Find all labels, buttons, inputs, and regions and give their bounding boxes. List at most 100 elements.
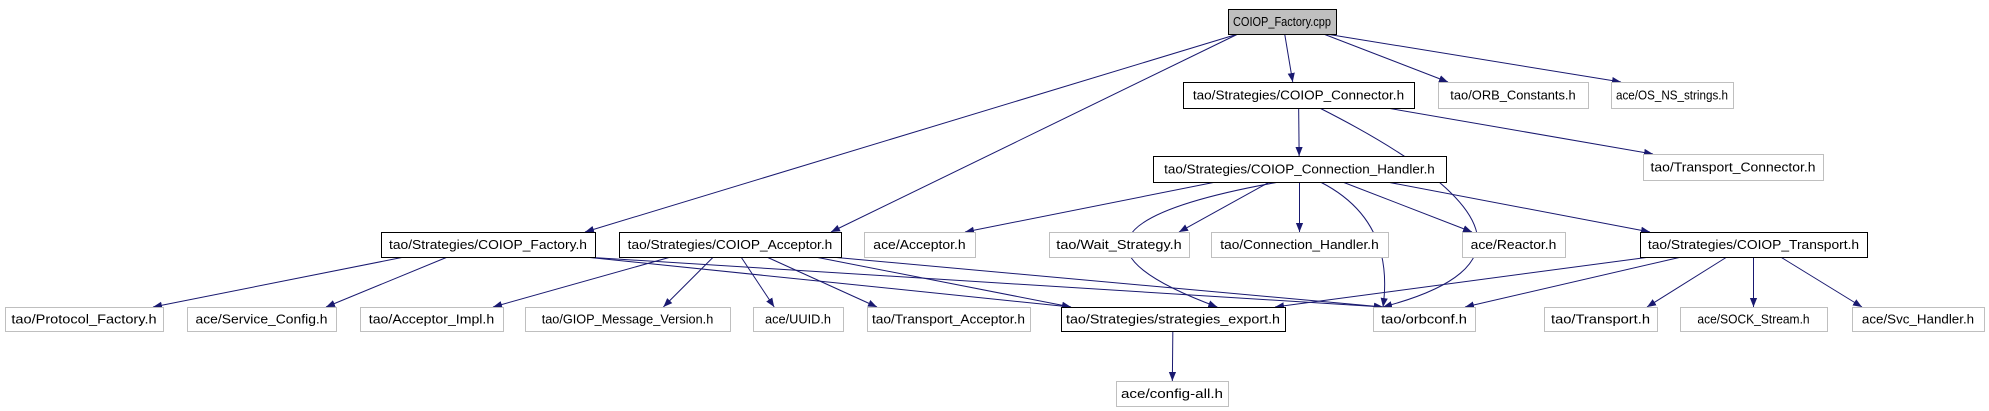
node-box bbox=[1680, 307, 1828, 332]
node-box bbox=[5, 307, 164, 332]
node-label: ace/config-all.h bbox=[1121, 386, 1223, 401]
node-osns: ace/OS_NS_strings.h bbox=[1611, 82, 1734, 109]
node-acceptorh[interactable]: tao/Strategies/COIOP_Acceptor.h bbox=[619, 232, 842, 258]
edge-cpp-to-osns bbox=[1325, 33, 1622, 85]
edge-transporth-to-export bbox=[1274, 256, 1651, 310]
node-aceacc: ace/Acceptor.h bbox=[864, 232, 976, 258]
nodes: COIOP_Factory.cpp tao/Strategies/COIOP_Co… bbox=[5, 9, 1985, 407]
node-box bbox=[525, 307, 731, 332]
node-label: ace/OS_NS_strings.h bbox=[1616, 88, 1728, 103]
node-box bbox=[1611, 82, 1734, 109]
node-export[interactable]: tao/Strategies/strategies_export.h bbox=[1061, 307, 1286, 332]
node-box bbox=[619, 232, 842, 258]
node-box bbox=[1049, 232, 1190, 258]
edge-connh-to-aceacc bbox=[964, 181, 1216, 234]
node-connh[interactable]: tao/Strategies/COIOP_Connection_Handler.… bbox=[1153, 156, 1447, 183]
node-box bbox=[867, 307, 1031, 332]
node-box bbox=[1643, 154, 1824, 181]
edge-acceptorh-to-orbconf bbox=[830, 256, 1384, 310]
node-box bbox=[753, 307, 844, 332]
edge-factoryh-to-svcconf bbox=[325, 256, 448, 308]
node-label: ace/SOCK_Stream.h bbox=[1697, 312, 1809, 327]
edge-acceptorh-to-accimpl bbox=[492, 256, 671, 309]
node-label: tao/Strategies/COIOP_Factory.h bbox=[389, 237, 587, 252]
node-label: tao/Transport_Connector.h bbox=[1651, 160, 1816, 175]
node-box bbox=[360, 307, 504, 332]
edge-cpp-to-connector bbox=[1284, 33, 1295, 83]
node-label: tao/Transport_Acceptor.h bbox=[872, 312, 1025, 327]
node-wait: tao/Wait_Strategy.h bbox=[1049, 232, 1190, 258]
node-box bbox=[1228, 9, 1337, 35]
edge-connector-to-orbconf bbox=[1319, 107, 1479, 309]
node-uuid: ace/UUID.h bbox=[753, 307, 844, 332]
node-label: ace/Acceptor.h bbox=[873, 237, 965, 252]
edge-transporth-to-transport bbox=[1646, 256, 1728, 308]
node-label: ace/UUID.h bbox=[765, 312, 831, 327]
edge-cpp-to-factoryh bbox=[584, 33, 1239, 233]
node-box bbox=[1852, 307, 1985, 332]
node-label: tao/Strategies/COIOP_Connector.h bbox=[1193, 88, 1404, 103]
node-protof: tao/Protocol_Factory.h bbox=[5, 307, 164, 332]
node-orbconf: tao/orbconf.h bbox=[1373, 307, 1476, 332]
edge-acceptorh-to-export bbox=[815, 256, 1072, 309]
node-box bbox=[1153, 156, 1447, 183]
node-label: tao/orbconf.h bbox=[1381, 312, 1467, 327]
node-label: ace/Svc_Handler.h bbox=[1862, 312, 1974, 327]
node-factoryh[interactable]: tao/Strategies/COIOP_Factory.h bbox=[381, 232, 596, 258]
node-label: tao/Strategies/COIOP_Connection_Handler.… bbox=[1164, 162, 1435, 177]
node-accimpl: tao/Acceptor_Impl.h bbox=[360, 307, 504, 332]
edge-cpp-to-acceptorh bbox=[830, 33, 1239, 233]
node-label: ace/Service_Config.h bbox=[196, 312, 328, 327]
node-transporth[interactable]: tao/Strategies/COIOP_Transport.h bbox=[1640, 232, 1868, 258]
node-box bbox=[1183, 82, 1415, 109]
node-label: tao/Strategies/COIOP_Acceptor.h bbox=[628, 237, 833, 252]
node-label: tao/Strategies/strategies_export.h bbox=[1066, 312, 1280, 327]
edge-acceptorh-to-uuid bbox=[740, 256, 775, 308]
node-label: tao/Strategies/COIOP_Transport.h bbox=[1648, 237, 1859, 252]
node-label: tao/Wait_Strategy.h bbox=[1056, 237, 1181, 252]
node-label: tao/Protocol_Factory.h bbox=[11, 312, 156, 327]
node-reactor: ace/Reactor.h bbox=[1462, 232, 1566, 258]
edge-cpp-to-orbconst bbox=[1323, 33, 1449, 83]
node-box bbox=[1438, 82, 1589, 109]
node-tacc: tao/Transport_Acceptor.h bbox=[867, 307, 1031, 332]
edge-factoryh-to-protof bbox=[152, 256, 405, 309]
node-box bbox=[1211, 232, 1389, 258]
edge-acceptorh-to-giop bbox=[663, 256, 714, 308]
node-orbconst: tao/ORB_Constants.h bbox=[1438, 82, 1589, 109]
node-tconn: tao/Transport_Connector.h bbox=[1643, 154, 1824, 181]
edge-connh-to-wait bbox=[1178, 181, 1270, 233]
edge-connh-to-reactor bbox=[1342, 181, 1473, 233]
node-connector[interactable]: tao/Strategies/COIOP_Connector.h bbox=[1183, 82, 1415, 109]
node-label: tao/Transport.h bbox=[1551, 312, 1650, 327]
edge-acceptorh-to-tacc bbox=[766, 256, 878, 308]
node-label: ace/Reactor.h bbox=[1471, 237, 1557, 252]
node-sock: ace/SOCK_Stream.h bbox=[1680, 307, 1828, 332]
node-chandler: tao/Connection_Handler.h bbox=[1211, 232, 1389, 258]
node-label: tao/ORB_Constants.h bbox=[1450, 88, 1575, 103]
node-label: tao/Connection_Handler.h bbox=[1220, 237, 1378, 252]
node-giop: tao/GIOP_Message_Version.h bbox=[525, 307, 731, 332]
node-box bbox=[1373, 307, 1476, 332]
node-configall: ace/config-all.h bbox=[1116, 381, 1229, 407]
node-svch: ace/Svc_Handler.h bbox=[1852, 307, 1985, 332]
node-box bbox=[1544, 307, 1658, 332]
node-transport: tao/Transport.h bbox=[1544, 307, 1658, 332]
edge-factoryh-to-export bbox=[584, 256, 1072, 310]
node-box bbox=[381, 232, 596, 258]
node-cpp[interactable]: COIOP_Factory.cpp bbox=[1228, 9, 1337, 35]
edge-transporth-to-orbconf bbox=[1464, 256, 1682, 309]
node-box bbox=[187, 307, 337, 332]
edge-factoryh-to-orbconf bbox=[584, 256, 1384, 311]
node-box bbox=[1116, 381, 1229, 407]
node-label: COIOP_Factory.cpp bbox=[1233, 14, 1331, 29]
node-box bbox=[864, 232, 976, 258]
node-box bbox=[1061, 307, 1286, 332]
node-box bbox=[1462, 232, 1566, 258]
node-svcconf: ace/Service_Config.h bbox=[187, 307, 337, 332]
node-label: tao/GIOP_Message_Version.h bbox=[542, 312, 714, 327]
edge-connh-to-transporth bbox=[1387, 181, 1651, 234]
edge-connector-to-tconn bbox=[1387, 107, 1654, 157]
node-label: tao/Acceptor_Impl.h bbox=[369, 312, 494, 327]
